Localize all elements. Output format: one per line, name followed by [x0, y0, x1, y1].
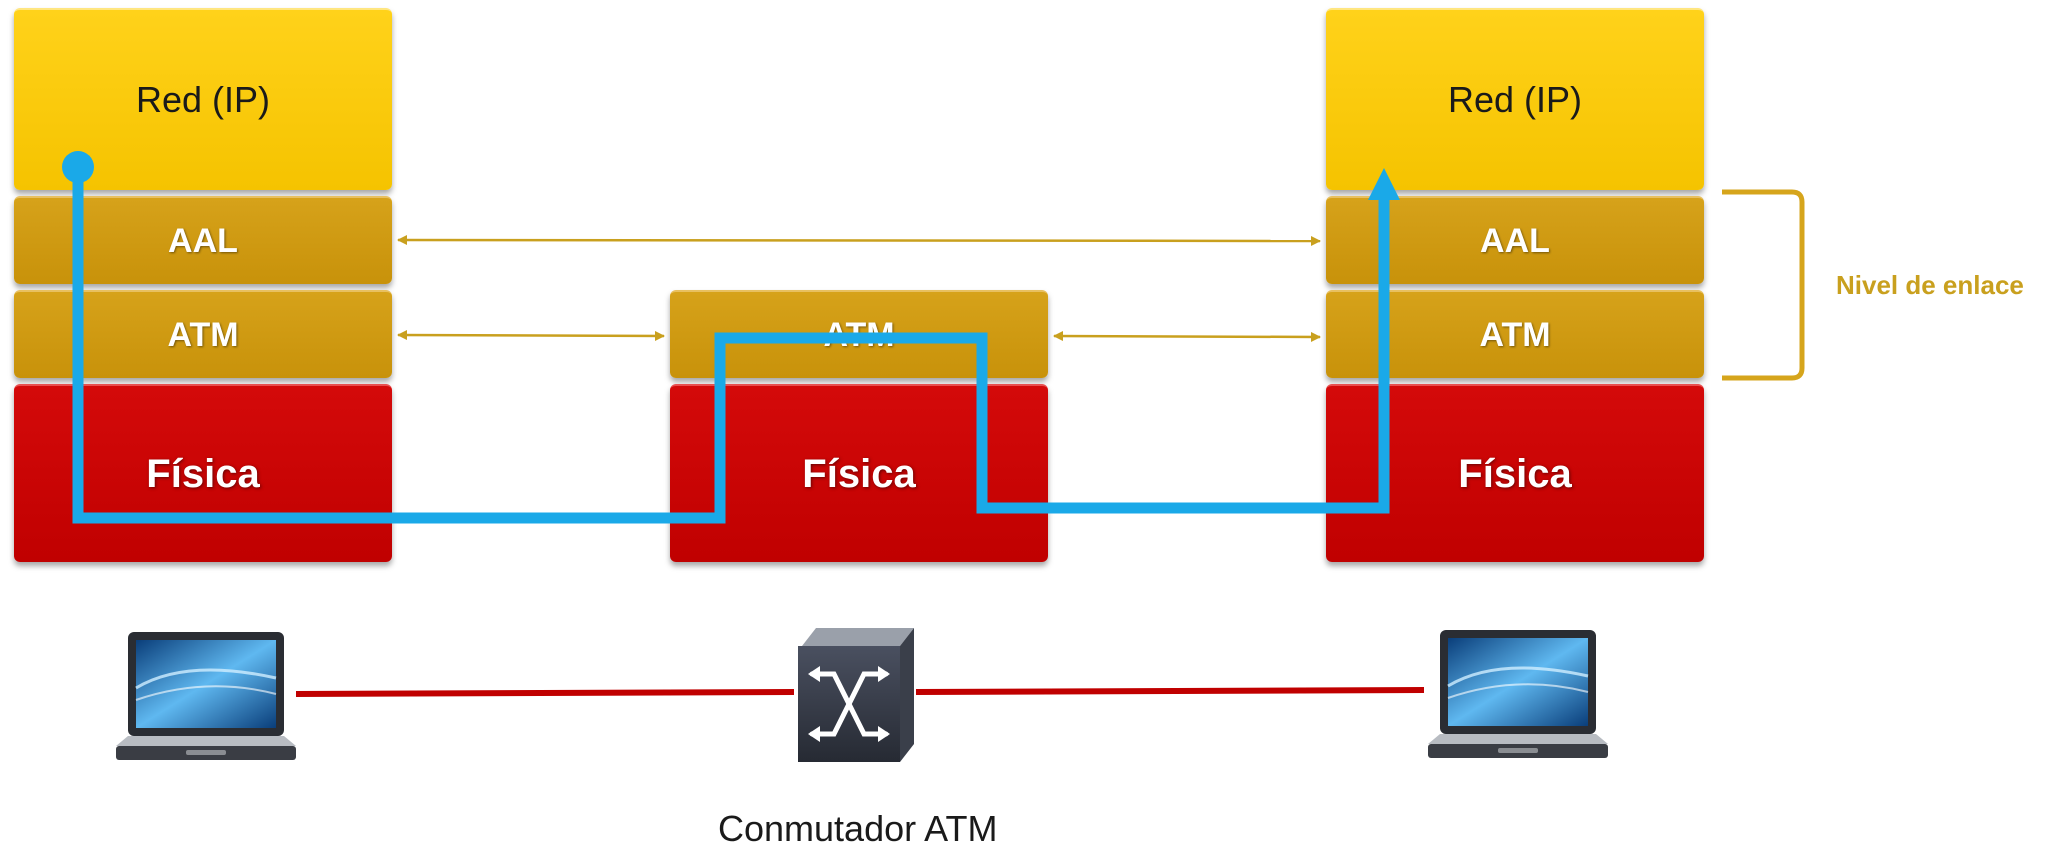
- atm-peer-arrow-right: [1053, 331, 1321, 342]
- left-physical-label: Física: [146, 451, 260, 496]
- right-aal-label: AAL: [1480, 221, 1550, 260]
- physical-link-right: [915, 687, 1425, 695]
- data-path-arrowhead: [1368, 168, 1400, 200]
- switch-label: Conmutador ATM: [718, 808, 998, 849]
- atm-switch-icon: [798, 628, 914, 762]
- laptop-icon: [116, 632, 296, 760]
- data-path-origin: [62, 151, 94, 183]
- right-network-layer: Red (IP): [1326, 8, 1704, 190]
- link-level-bracket: [1722, 189, 1805, 381]
- laptop-icon: [1428, 630, 1608, 758]
- left-aal-label: AAL: [168, 221, 238, 260]
- physical-link-left: [295, 689, 795, 697]
- left-atm-label: ATM: [167, 315, 239, 354]
- aal-peer-arrow: [397, 235, 1321, 246]
- data-path: [72, 168, 1390, 524]
- left-network-label: Red (IP): [135, 79, 271, 120]
- right-atm-label: ATM: [1479, 315, 1551, 354]
- right-network-label: Red (IP): [1447, 79, 1583, 120]
- atm-peer-arrow-left: [397, 330, 665, 341]
- middle-physical-label: Física: [802, 451, 916, 496]
- right-physical-label: Física: [1458, 451, 1572, 496]
- link-level-label: Nivel de enlace: [1836, 270, 2024, 300]
